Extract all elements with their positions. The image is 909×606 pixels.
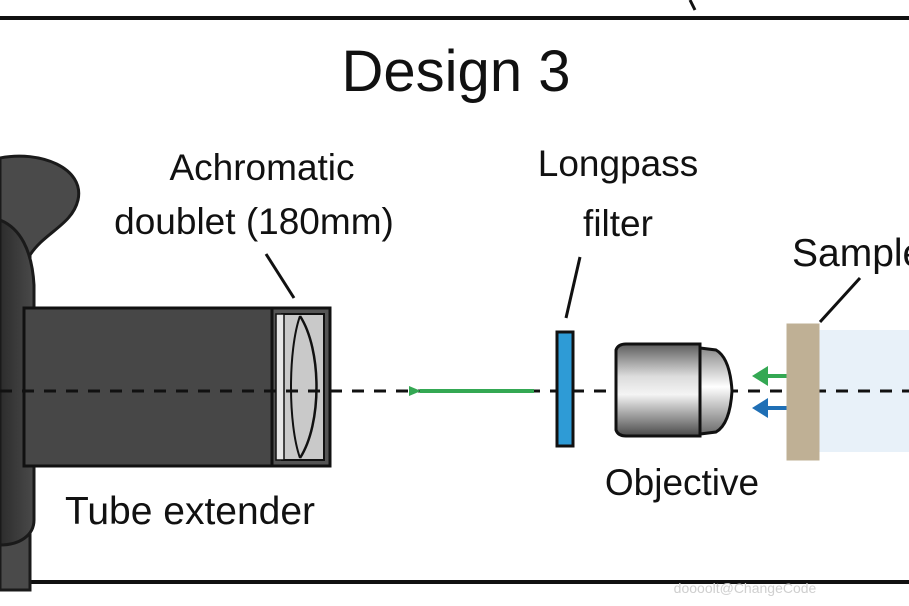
- achromatic-doublet-lens: [275, 313, 325, 461]
- label-achromatic-line2: doublet (180mm): [114, 201, 394, 242]
- objective-lens: [614, 342, 734, 438]
- label-longpass-line2: filter: [583, 203, 653, 244]
- label-sample: Sample: [792, 232, 909, 275]
- cropped-glyph-top: [688, 0, 697, 11]
- label-tube-extender: Tube extender: [65, 490, 315, 533]
- leader-line-sample: [818, 276, 862, 324]
- watermark-text: doooolt@ChangeCode: [674, 580, 817, 596]
- leader-line-filter: [564, 256, 582, 319]
- sample-slide: [786, 323, 820, 461]
- longpass-filter: [555, 330, 575, 448]
- label-longpass-line1: Longpass: [538, 143, 698, 184]
- label-achromatic-line1: Achromatic: [169, 147, 354, 188]
- label-objective: Objective: [605, 462, 759, 503]
- leader-line-achromatic: [264, 253, 296, 299]
- diagram-title: Design 3: [342, 39, 571, 104]
